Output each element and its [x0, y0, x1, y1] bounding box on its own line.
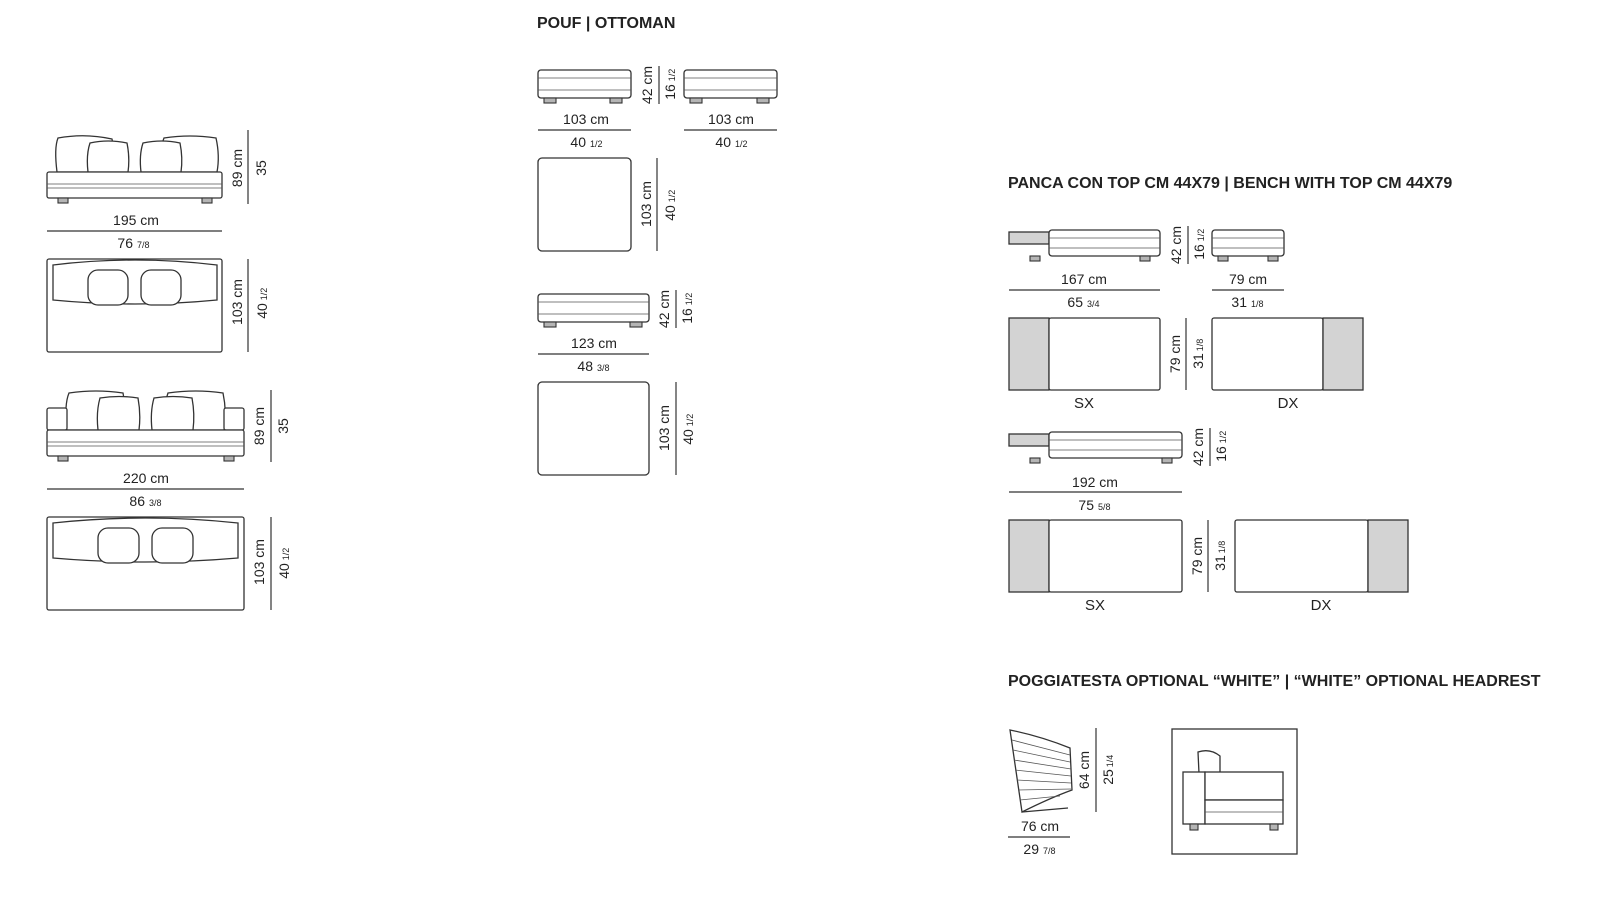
- sofa-195-depth-cm: 103 cm: [229, 279, 245, 325]
- pouf-103-height-in: 16: [662, 84, 678, 100]
- headrest-height-cm: 64 cm: [1076, 751, 1092, 789]
- bench-167-width-in: 65: [1067, 294, 1083, 310]
- bench-167-sx-label: SX: [1074, 395, 1094, 412]
- bench-192-dx-label: DX: [1311, 597, 1332, 614]
- pouf-123-front-view: [537, 293, 650, 328]
- pouf-123-width-in-frac: 3/8: [597, 363, 610, 373]
- sofa-220-width-in-frac: 3/8: [149, 498, 162, 508]
- bench-192-depth-cm: 79 cm: [1189, 537, 1205, 575]
- headrest-side-view: [1009, 729, 1073, 813]
- sofa-195-height-in: 35: [253, 160, 269, 176]
- bench-192-height-cm: 42 cm: [1190, 428, 1206, 466]
- pouf-103-width-in-a: 40: [570, 134, 586, 150]
- pouf-103-depth-in: 40: [662, 205, 678, 221]
- sofa-220-front-view: [46, 390, 245, 462]
- headrest-height-in-frac: 1/4: [1105, 755, 1115, 768]
- sofa-195-width-in-frac: 7/8: [137, 240, 150, 250]
- bench-167-front-view: [1008, 229, 1161, 262]
- bench-192-front-view: [1008, 431, 1183, 464]
- bench-167-depth-cm: 79 cm: [1167, 335, 1183, 373]
- pouf-123-width-cm: 123 cm: [571, 335, 617, 351]
- bench-167-width-in-frac: 3/4: [1087, 299, 1100, 309]
- bench-167-height-in-frac: 1/2: [1196, 229, 1206, 242]
- bench-167-dx-label: DX: [1278, 395, 1299, 412]
- bench-top-cm: 79 cm: [1229, 271, 1267, 287]
- bench-192-width-in-frac: 5/8: [1098, 502, 1111, 512]
- sofa-195-top-view: [46, 258, 223, 353]
- sofa-220-depth-cm: 103 cm: [251, 539, 267, 585]
- pouf-123-depth-in: 40: [680, 429, 696, 445]
- bench-192-width-cm: 192 cm: [1072, 474, 1118, 490]
- pouf-103-height-cm: 42 cm: [639, 66, 655, 104]
- pouf-123-height-in: 16: [679, 308, 695, 324]
- bench-192-depth-in: 31: [1212, 555, 1228, 571]
- sofa-220-width-cm: 220 cm: [123, 470, 169, 486]
- bench-top-in-frac: 1/8: [1251, 299, 1264, 309]
- bench-167-width-cm: 167 cm: [1061, 271, 1107, 287]
- bench-167-height-in: 16: [1191, 244, 1207, 260]
- sofa-220-height-cm: 89 cm: [251, 407, 267, 445]
- headrest-mounted-illustration: [1171, 728, 1298, 855]
- sofa-195-width-in: 76: [117, 235, 133, 251]
- bench-192-depth-in-frac: 1/8: [1217, 541, 1227, 554]
- pouf-103-depth-cm: 103 cm: [638, 181, 654, 227]
- headrest-width-in: 29: [1023, 841, 1039, 857]
- bench-167-depth-in-frac: 1/8: [1195, 339, 1205, 352]
- bench-192-width-in: 75: [1078, 497, 1094, 513]
- bench-192-height-in-frac: 1/2: [1218, 431, 1228, 444]
- bench-192-sx-label: SX: [1085, 597, 1105, 614]
- pouf-123-height-in-frac: 1/2: [684, 293, 694, 306]
- sofa-195-depth-in-frac: 1/2: [259, 288, 269, 301]
- bench-192-height-in: 16: [1213, 446, 1229, 462]
- bench-167-height-cm: 42 cm: [1168, 226, 1184, 264]
- pouf-123-width-in: 48: [577, 358, 593, 374]
- pouf-103-height-in-frac: 1/2: [667, 69, 677, 82]
- bench-167-top-view-dx: [1211, 317, 1364, 391]
- bench-167-depth-in: 31: [1190, 353, 1206, 369]
- sofa-195-width-cm: 195 cm: [113, 212, 159, 228]
- pouf-123-depth-cm: 103 cm: [656, 405, 672, 451]
- pouf-123-top-view: [537, 381, 650, 476]
- pouf-103-width-cm-b: 103 cm: [708, 111, 754, 127]
- sofa-220-top-view: [46, 516, 245, 611]
- sofa-195-depth-in: 40: [254, 303, 270, 319]
- pouf-103-width-in-b: 40: [715, 134, 731, 150]
- pouf-103-front-view-a: [537, 69, 632, 104]
- sofa-220-height-in: 35: [275, 418, 291, 434]
- pouf-103-top-view: [537, 157, 632, 252]
- bench-192-top-view-dx: [1234, 519, 1409, 593]
- bench-192-top-view-sx: [1008, 519, 1183, 593]
- pouf-103-front-view-b: [683, 69, 778, 104]
- pouf-123-depth-in-frac: 1/2: [685, 414, 695, 427]
- sofa-220-depth-in: 40: [276, 563, 292, 579]
- sofa-195-height-cm: 89 cm: [229, 149, 245, 187]
- headrest-width-cm: 76 cm: [1021, 818, 1059, 834]
- pouf-section-title: POUF | OTTOMAN: [537, 15, 675, 32]
- headrest-section-title: POGGIATESTA OPTIONAL “WHITE” | “WHITE” O…: [1008, 673, 1541, 690]
- headrest-width-in-frac: 7/8: [1043, 846, 1056, 856]
- sofa-195-front-view: [46, 135, 223, 204]
- pouf-103-width-in-frac-b: 1/2: [735, 139, 748, 149]
- pouf-103-width-in-frac-a: 1/2: [590, 139, 603, 149]
- headrest-height-in: 25: [1100, 769, 1116, 785]
- bench-section-title: PANCA CON TOP CM 44X79 | BENCH WITH TOP …: [1008, 175, 1452, 192]
- bench-top-side-view: [1211, 229, 1285, 262]
- bench-top-in: 31: [1231, 294, 1247, 310]
- sofa-220-width-in: 86: [129, 493, 145, 509]
- pouf-103-width-cm-a: 103 cm: [563, 111, 609, 127]
- pouf-123-height-cm: 42 cm: [656, 290, 672, 328]
- pouf-103-depth-in-frac: 1/2: [667, 190, 677, 203]
- bench-167-top-view-sx: [1008, 317, 1161, 391]
- sofa-220-depth-in-frac: 1/2: [281, 548, 291, 561]
